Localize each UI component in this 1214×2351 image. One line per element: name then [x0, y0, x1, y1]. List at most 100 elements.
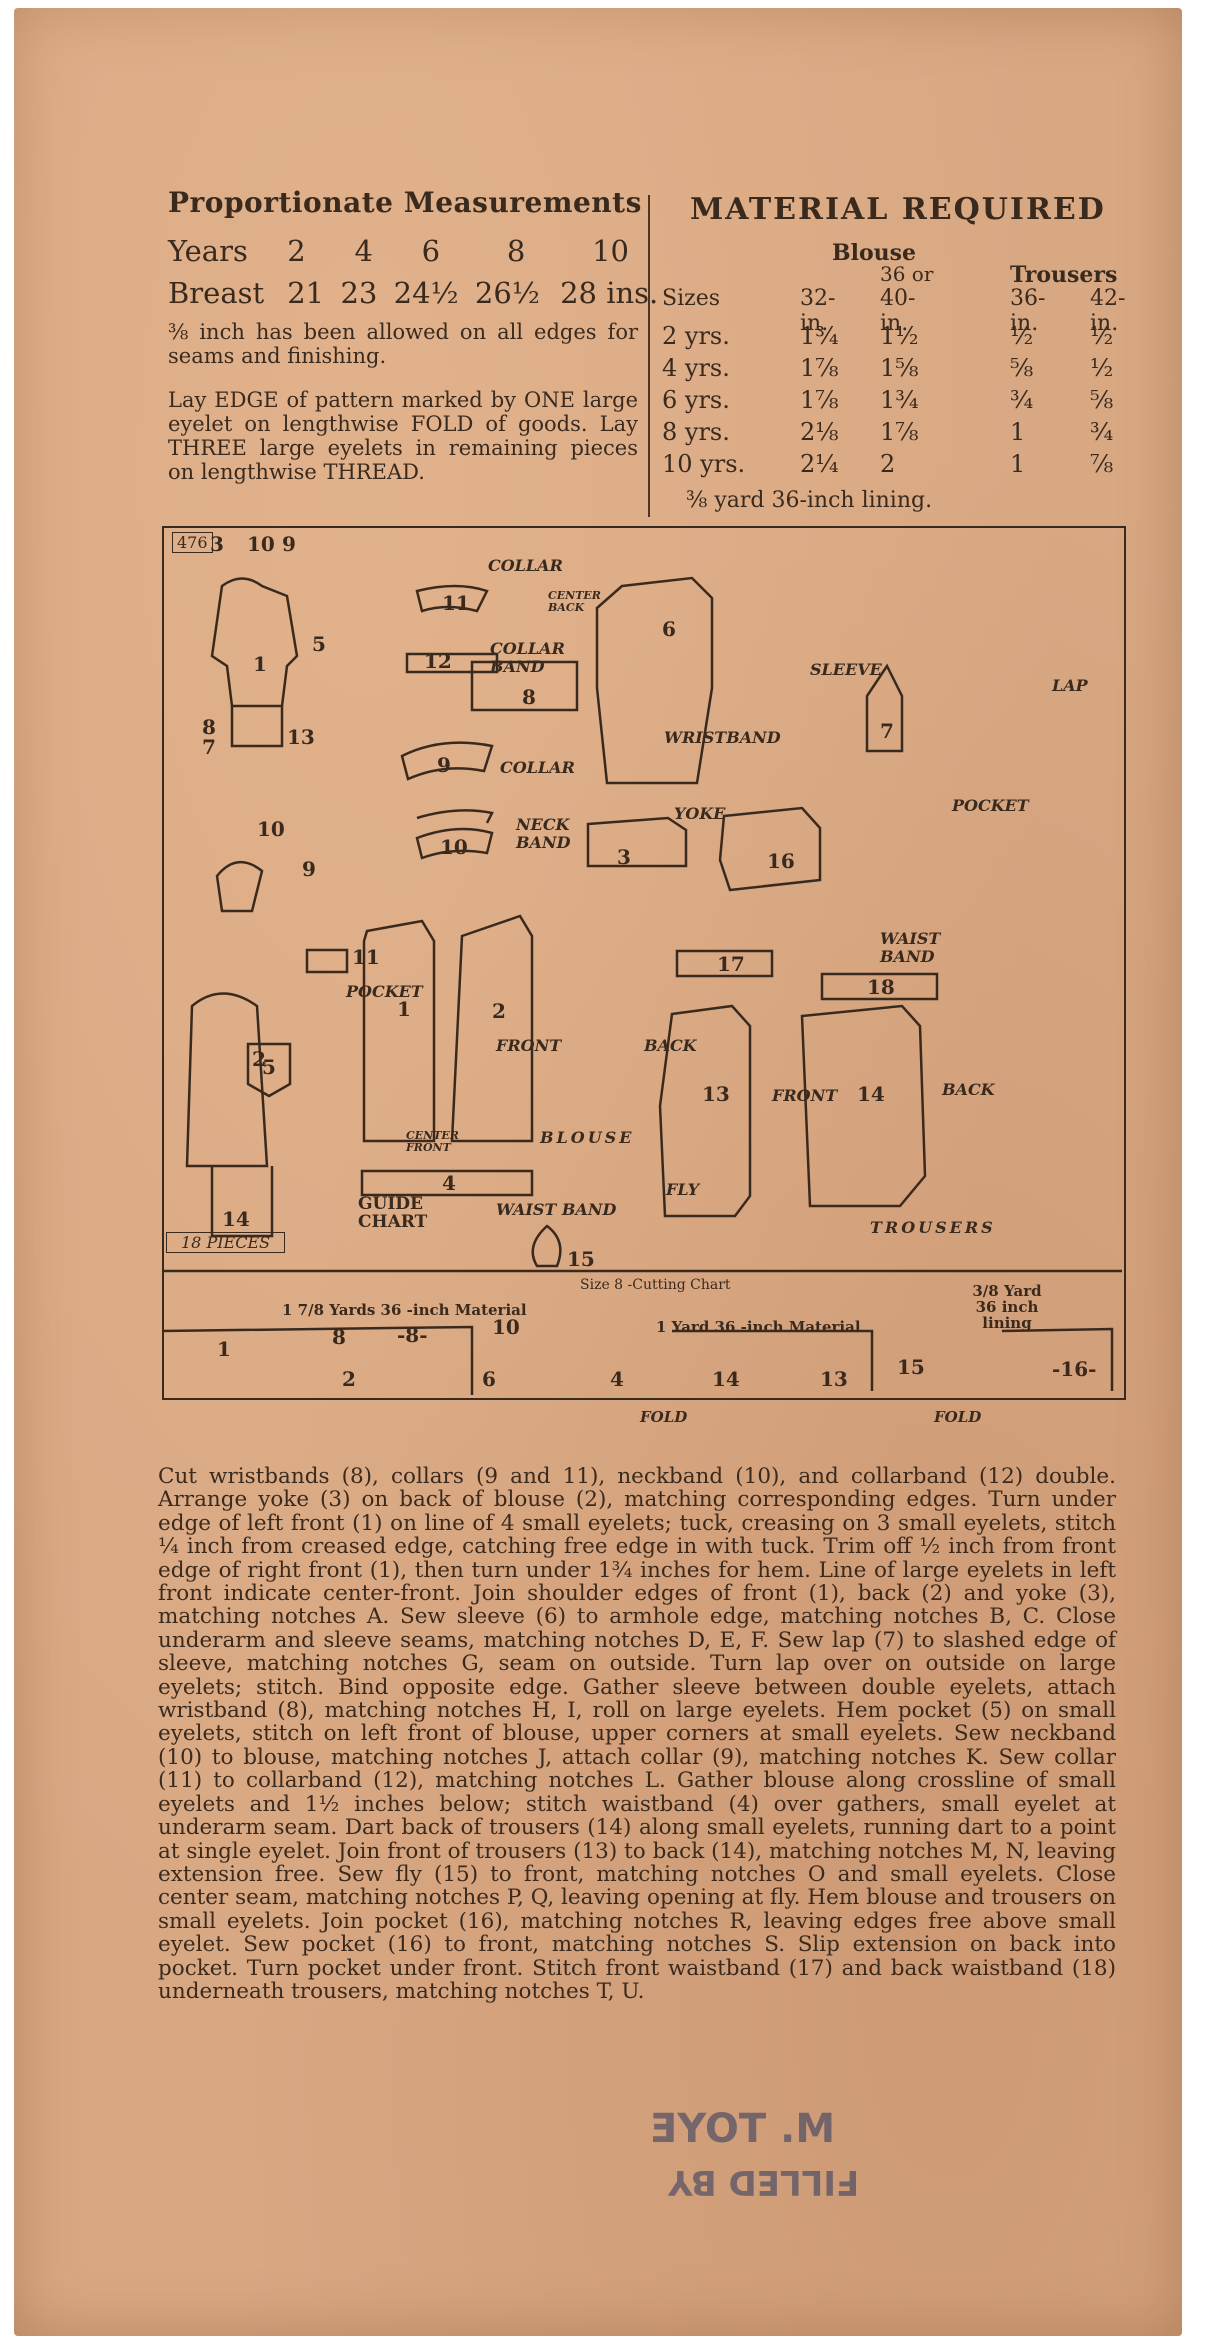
label-pocket-12: POCKET: [346, 982, 423, 1001]
guide-chart-label: GUIDE CHART: [358, 1194, 428, 1232]
piece-number-5: 5: [312, 632, 326, 656]
cut-piece-15: 15: [897, 1355, 925, 1379]
col-header: 40-in.: [880, 286, 916, 336]
piece-number-3b: 3: [617, 845, 631, 869]
cut-material-2: 1 Yard 36 -inch Material: [656, 1318, 861, 1336]
year-value: 6: [421, 234, 441, 268]
col-header-top: 36 or: [880, 262, 934, 286]
cut-piece-8: 8: [332, 1325, 346, 1349]
breast-value: 21: [287, 276, 325, 310]
piece-number-8b: 8: [522, 685, 536, 709]
guide-chart-drawing: 1 3 10 9 5 8 7 13 11 12 8 6 7 9 10 3 16 …: [162, 532, 1122, 1395]
label-center-front: CENTER FRONT: [406, 1129, 459, 1154]
size-cell: 10 yrs.: [662, 450, 746, 478]
yardage-cell: 2¼: [800, 450, 839, 478]
breast-value: 23: [340, 276, 378, 310]
cut-piece-16: -16-: [1052, 1357, 1096, 1381]
yardage-cell: ¾: [1010, 386, 1034, 414]
blouse-back-piece: [450, 914, 534, 1143]
piece-number-8: 8: [202, 715, 216, 739]
cut-piece-14: 14: [712, 1367, 740, 1391]
back-waistband-piece: [820, 972, 939, 1001]
cut-piece-1: 1: [217, 1337, 231, 1361]
label-trousers-front: FRONT: [772, 1086, 838, 1105]
trousers-header: Trousers: [1010, 262, 1118, 288]
yardage-cell: 1⅞: [880, 418, 919, 446]
label-lap: LAP: [1052, 676, 1088, 695]
cut-piece-4: 4: [610, 1367, 624, 1391]
yardage-cell: ⅝: [1090, 386, 1114, 414]
sewing-instructions: Cut wristbands (8), collars (9 and 11), …: [158, 1464, 1116, 2004]
years-label: Years: [168, 234, 248, 268]
size-cell: 4 yrs.: [662, 354, 730, 382]
piece-number-17: 17: [717, 952, 745, 976]
cut-piece-2: 2: [342, 1367, 356, 1391]
waistband-4-piece: [360, 1169, 534, 1197]
piece-number-1: 1: [253, 652, 267, 676]
label-yoke: YOKE: [674, 804, 726, 823]
yardage-cell: ¾: [1090, 418, 1114, 446]
cut-material-1: 1 7/8 Yards 36 -inch Material: [282, 1301, 527, 1319]
column-divider: [648, 195, 650, 517]
year-value: 4: [354, 234, 373, 268]
label-collar: COLLAR: [488, 556, 563, 575]
piece-number-16: 16: [767, 849, 795, 873]
lap-piece: [865, 663, 904, 753]
label-neck-band: NECK BAND: [516, 815, 571, 852]
label-wristband: WRISTBAND: [664, 728, 781, 747]
yardage-cell: 2: [880, 450, 896, 478]
pocket-16-piece: [718, 806, 822, 892]
col-header: 42-in.: [1090, 286, 1126, 336]
guide-chart-frame: [162, 526, 1126, 1400]
wristband-piece: [470, 660, 579, 712]
yardage-cell: ⅝: [1010, 354, 1034, 382]
size-cell: 8 yrs.: [662, 418, 730, 446]
collar-piece-9: [400, 741, 494, 781]
cut-piece-6: 6: [482, 1367, 496, 1391]
piece-number-6: 6: [662, 617, 676, 641]
yardage-cell: ½: [1090, 322, 1114, 350]
year-value: 8: [506, 234, 526, 268]
label-waistband: WAIST BAND: [496, 1200, 617, 1219]
piece-number-15: 15: [567, 1247, 595, 1271]
label-back: BACK: [644, 1036, 697, 1055]
fold-label-2: FOLD: [934, 1408, 982, 1426]
stamp-filled-by: FILLED BY: [668, 2162, 860, 2202]
cut-piece-8c: -8-: [397, 1323, 428, 1347]
yardage-cell: 1: [1010, 450, 1026, 478]
material-title: MATERIAL REQUIRED: [690, 192, 1106, 227]
collar-piece: [415, 584, 489, 613]
label-trousers-back: BACK: [942, 1080, 995, 1099]
piece-number-2b: 2: [252, 1047, 266, 1071]
breast-value: 26½: [474, 276, 540, 310]
blouse-front-piece: [362, 919, 436, 1143]
breast-row: Breast 21 23 24½ 26½ 28 ins.: [168, 276, 658, 310]
label-waist-band-upper: WAIST BAND: [880, 929, 941, 966]
label-collar-band: COLLAR BAND: [490, 639, 565, 676]
figure-collar-detail: [215, 861, 264, 913]
piece-number-14: 14: [857, 1082, 885, 1106]
pattern-number: 476: [172, 532, 213, 553]
label-front: FRONT: [496, 1036, 562, 1055]
sizes-label: Sizes: [662, 286, 721, 311]
piece-number-5b: 5: [262, 1055, 276, 1079]
piece-number-10c: 10: [257, 817, 285, 841]
label-fly: FLY: [666, 1180, 700, 1199]
seam-allowance-note: ⅜ inch has been allowed on all edges for…: [168, 320, 638, 368]
stamp-name: M. TOYE: [650, 2106, 836, 2152]
piece-number-7b: 7: [880, 719, 894, 743]
label-collar-9: COLLAR: [500, 758, 575, 777]
neckband-piece: [415, 827, 494, 860]
piece-number-10b: 10: [440, 835, 468, 859]
pieces-count: 18 PIECES: [166, 1232, 286, 1253]
yardage-cell: 1½: [880, 322, 919, 350]
piece-number-12: 12: [424, 649, 452, 673]
yardage-cell: 1: [1010, 418, 1026, 446]
piece-number-13b: 13: [702, 1082, 730, 1106]
fold-label-1: FOLD: [640, 1408, 688, 1426]
piece-number-3: 3: [210, 532, 224, 556]
label-sleeve: SLEEVE: [810, 660, 882, 679]
figure-front-trousers: [230, 706, 284, 748]
piece-number-10: 10: [247, 532, 275, 556]
piece-number-14b: 14: [222, 1207, 250, 1231]
